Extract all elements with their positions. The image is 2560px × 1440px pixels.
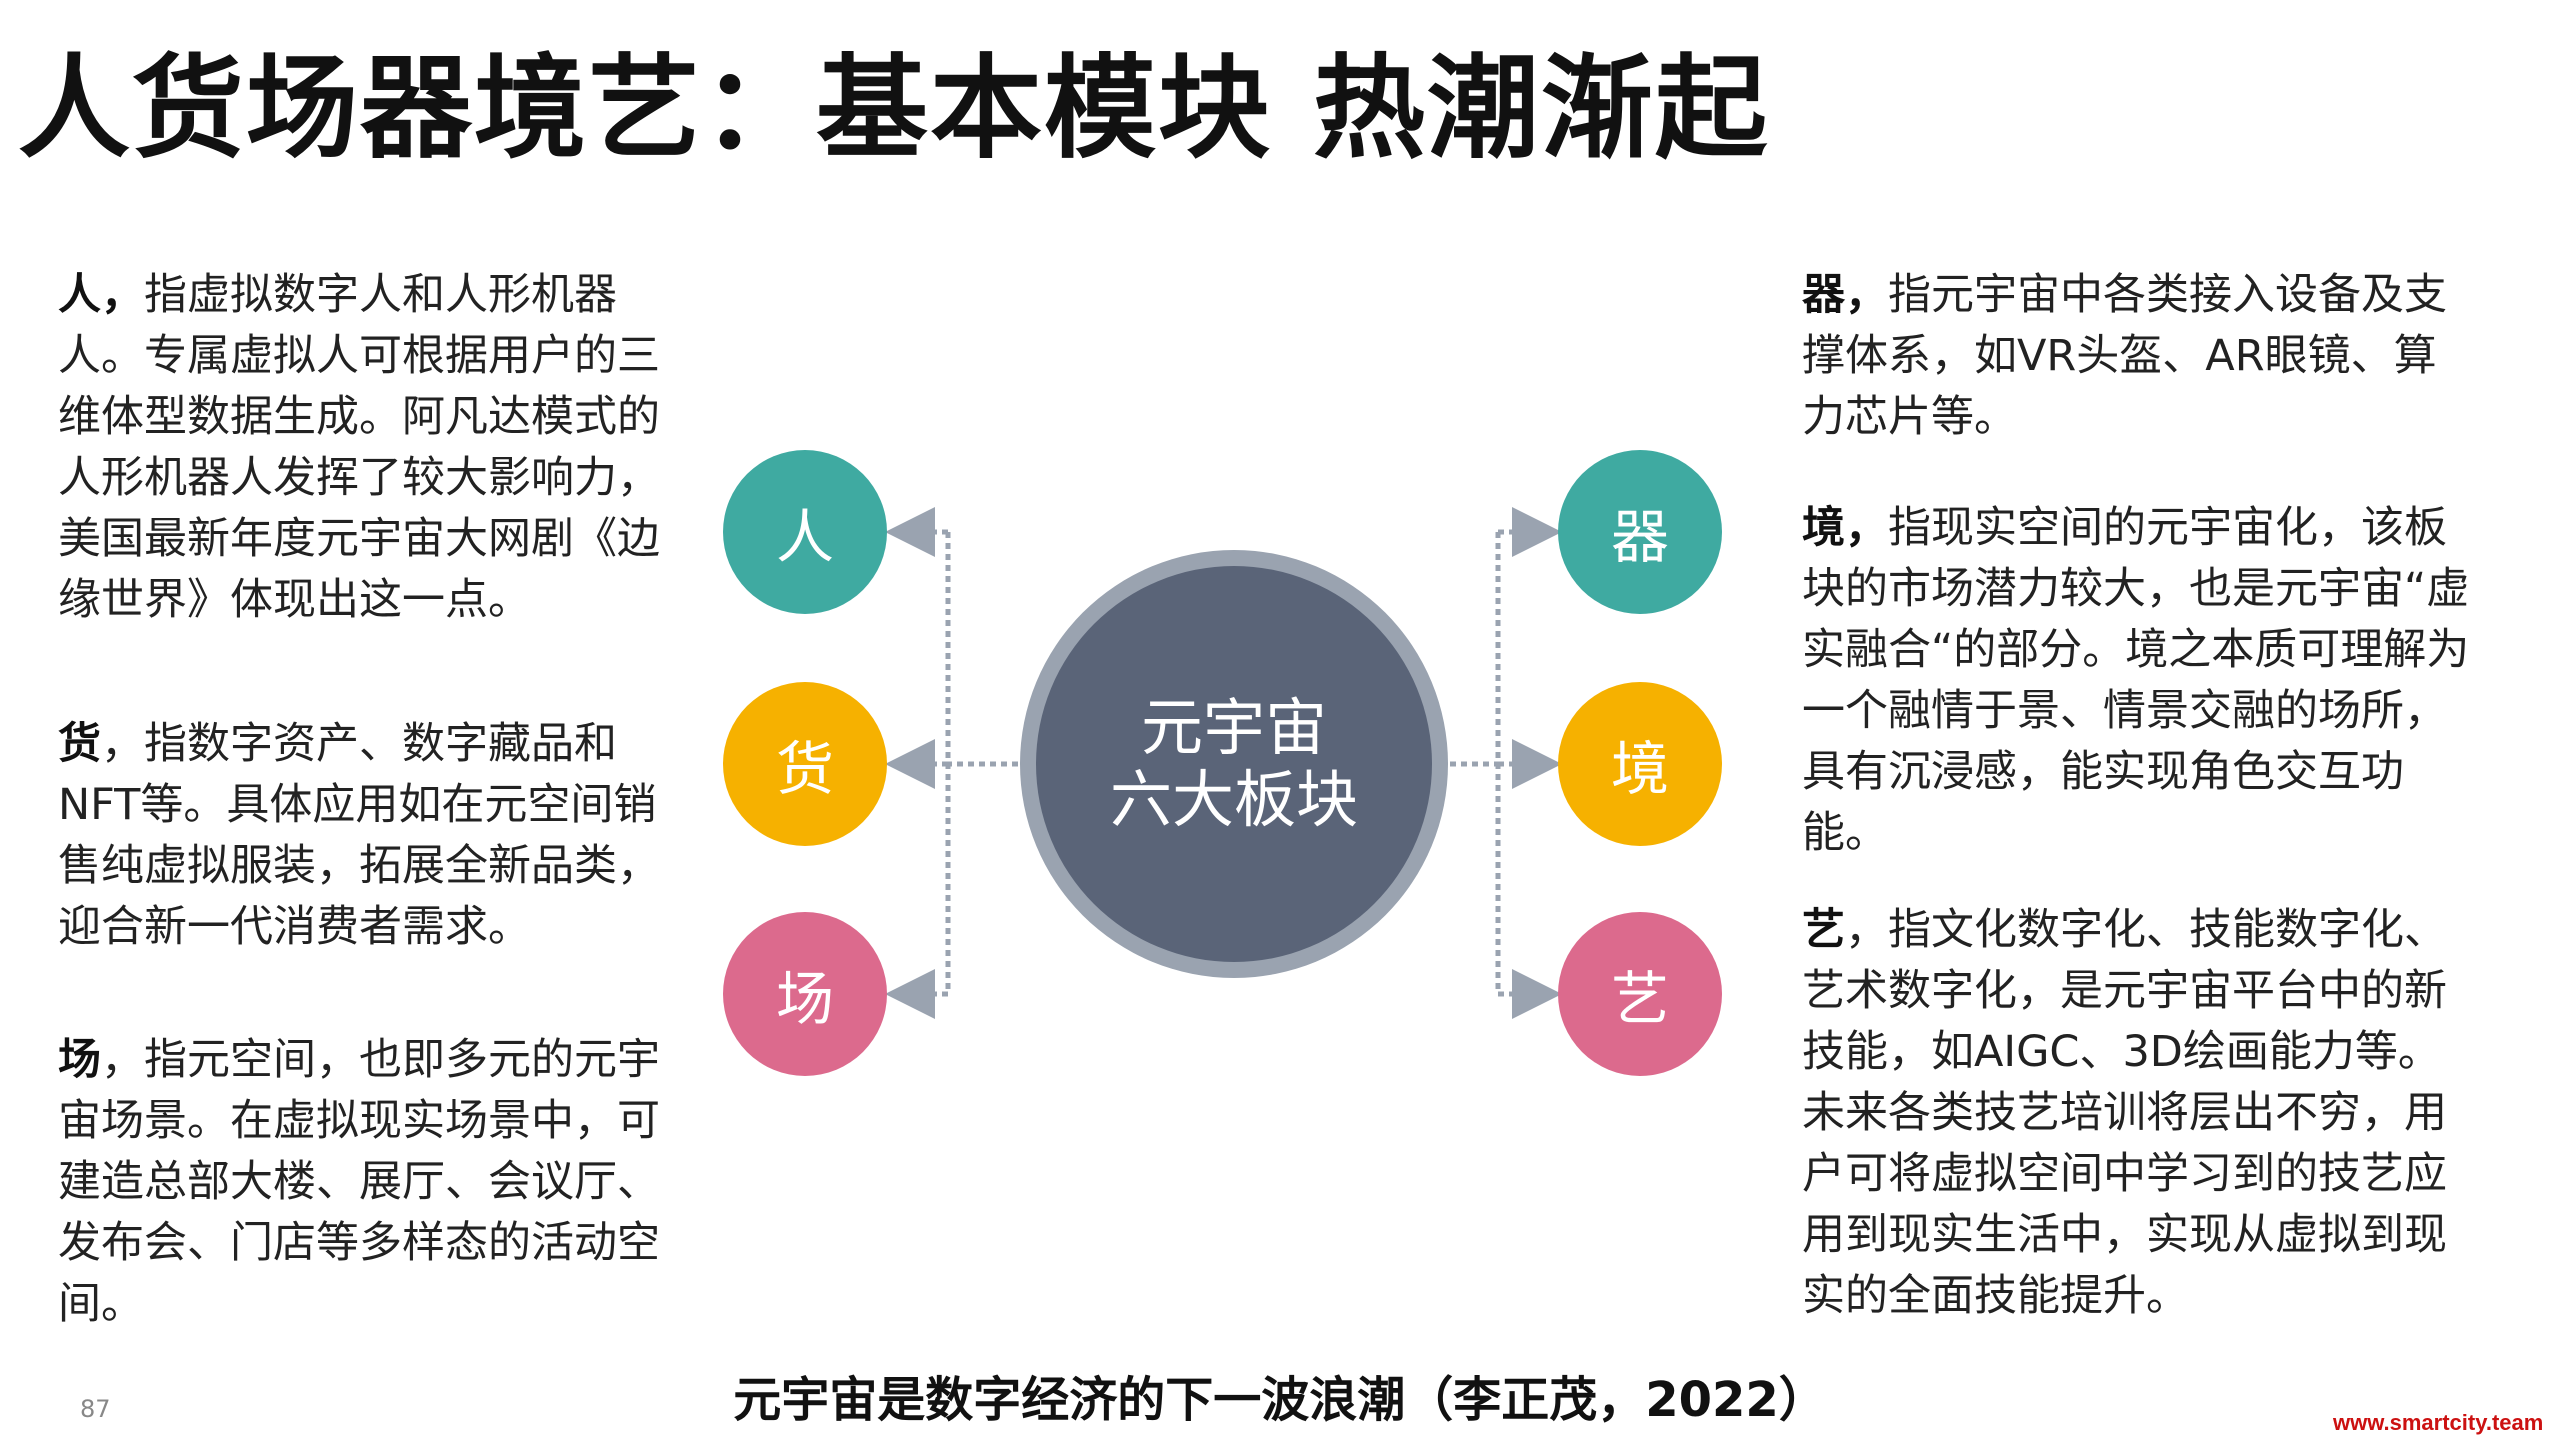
node-qi: 器 [1558, 450, 1722, 614]
slide-title: 人货场器境艺：基本模块 热潮渐起 [18, 44, 1769, 174]
paragraph-ren: 人，指虚拟数字人和人形机器人。专属虚拟人可根据用户的三维体型数据生成。阿凡达模式… [58, 265, 690, 631]
paragraph-ren-head: 人， [58, 270, 144, 320]
paragraph-yi-body: ，指文化数字化、技能数字化、艺术数字化，是元宇宙平台中的新技能，如AIGC、3D… [1802, 905, 2447, 1321]
node-huo: 货 [723, 682, 887, 846]
paragraph-huo-head: 货 [58, 719, 101, 769]
paragraph-huo-body: ，指数字资产、数字藏品和NFT等。具体应用如在元空间销售纯虚拟服装，拓展全新品类… [58, 719, 660, 952]
paragraph-chang-head: 场 [58, 1035, 101, 1085]
hub-line2: 六大板块 [1109, 763, 1358, 836]
paragraph-qi: 器，指元宇宙中各类接入设备及支撑体系，如VR头盔、AR眼镜、算力芯片等。 [1802, 265, 2477, 448]
footer-caption: 元宇宙是数字经济的下一波浪潮（李正茂，2022） [733, 1372, 1827, 1428]
paragraph-qi-body: 指元宇宙中各类接入设备及支撑体系，如VR头盔、AR眼镜、算力芯片等。 [1802, 270, 2447, 442]
paragraph-jing-head: 境， [1802, 503, 1888, 553]
node-ren: 人 [723, 450, 887, 614]
paragraph-yi-head: 艺 [1802, 905, 1845, 955]
hub-line1: 元宇宙 [1140, 691, 1327, 764]
node-jing: 境 [1558, 682, 1722, 846]
hub-circle: 元宇宙 六大板块 [1036, 566, 1432, 962]
paragraph-ren-body: 指虚拟数字人和人形机器人。专属虚拟人可根据用户的三维体型数据生成。阿凡达模式的人… [58, 270, 660, 625]
paragraph-jing-body: 指现实空间的元宇宙化，该板块的市场潜力较大，也是元宇宙“虚实融合“的部分。境之本… [1802, 503, 2470, 858]
paragraph-qi-head: 器， [1802, 270, 1888, 320]
paragraph-yi: 艺，指文化数字化、技能数字化、艺术数字化，是元宇宙平台中的新技能，如AIGC、3… [1802, 900, 2477, 1327]
paragraph-chang-body: ，指元空间，也即多元的元宇宙场景。在虚拟现实场景中，可建造总部大楼、展厅、会议厅… [58, 1035, 660, 1329]
paragraph-huo: 货，指数字资产、数字藏品和NFT等。具体应用如在元空间销售纯虚拟服装，拓展全新品… [58, 714, 690, 958]
paragraph-jing: 境，指现实空间的元宇宙化，该板块的市场潜力较大，也是元宇宙“虚实融合“的部分。境… [1802, 498, 2477, 864]
node-chang: 场 [723, 912, 887, 1076]
paragraph-chang: 场，指元空间，也即多元的元宇宙场景。在虚拟现实场景中，可建造总部大楼、展厅、会议… [58, 1030, 690, 1335]
page-number: 87 [80, 1395, 111, 1423]
watermark-text: www.smartcity.team [2333, 1410, 2544, 1435]
node-yi: 艺 [1558, 912, 1722, 1076]
